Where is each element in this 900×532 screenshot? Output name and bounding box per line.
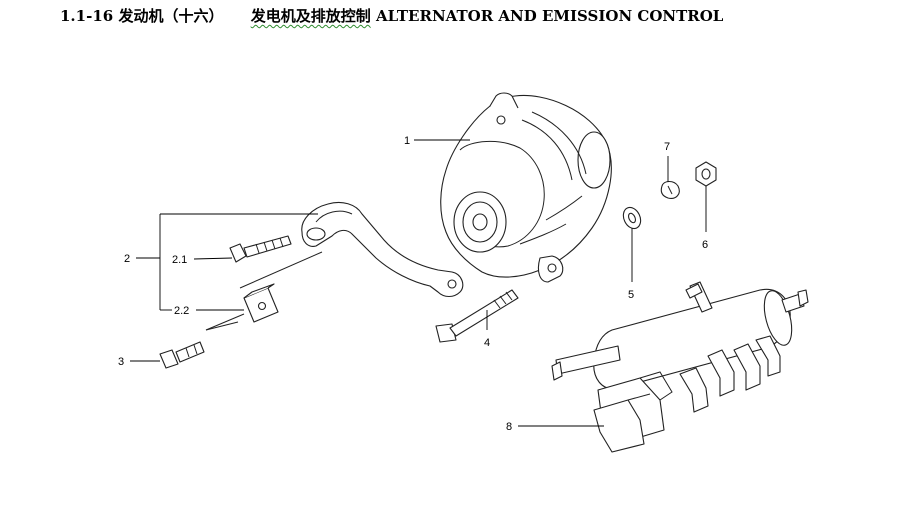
- bracket-bolt: [229, 235, 292, 263]
- callout-8: 8: [506, 421, 512, 433]
- page-title: 1.1-16 发动机（十六） 发电机及排放控制 ALTERNATOR AND E…: [60, 5, 890, 26]
- callout-labels: 1 2 2.1 2.2 3 4 5 6 7 8: [118, 135, 708, 433]
- callout-1: 1: [404, 135, 410, 147]
- emission-control-canister: [551, 281, 809, 453]
- washer: [622, 206, 642, 230]
- callout-2-2: 2.2: [174, 305, 189, 317]
- title-number: 1.1-16: [60, 7, 114, 25]
- callout-2-1: 2.1: [172, 254, 187, 266]
- title-subtitle-cn: 发电机及排放控制: [250, 7, 371, 25]
- title-section-cn: 发动机（十六）: [118, 7, 224, 25]
- spring-washer: [660, 180, 680, 199]
- alternator-bracket: [301, 201, 464, 298]
- long-bolt: [435, 289, 519, 343]
- bracket-clamp: [205, 251, 323, 331]
- alternator: [440, 92, 612, 283]
- callout-6: 6: [702, 239, 708, 251]
- hex-bolt: [159, 341, 205, 369]
- callout-5: 5: [628, 289, 634, 301]
- hex-nut: [695, 161, 717, 187]
- callout-3: 3: [118, 356, 124, 368]
- callout-7: 7: [664, 141, 670, 153]
- callout-2: 2: [124, 253, 130, 265]
- title-subtitle-en: ALTERNATOR AND EMISSION CONTROL: [375, 7, 724, 25]
- callout-4: 4: [484, 337, 490, 349]
- leader-lines: [130, 139, 707, 427]
